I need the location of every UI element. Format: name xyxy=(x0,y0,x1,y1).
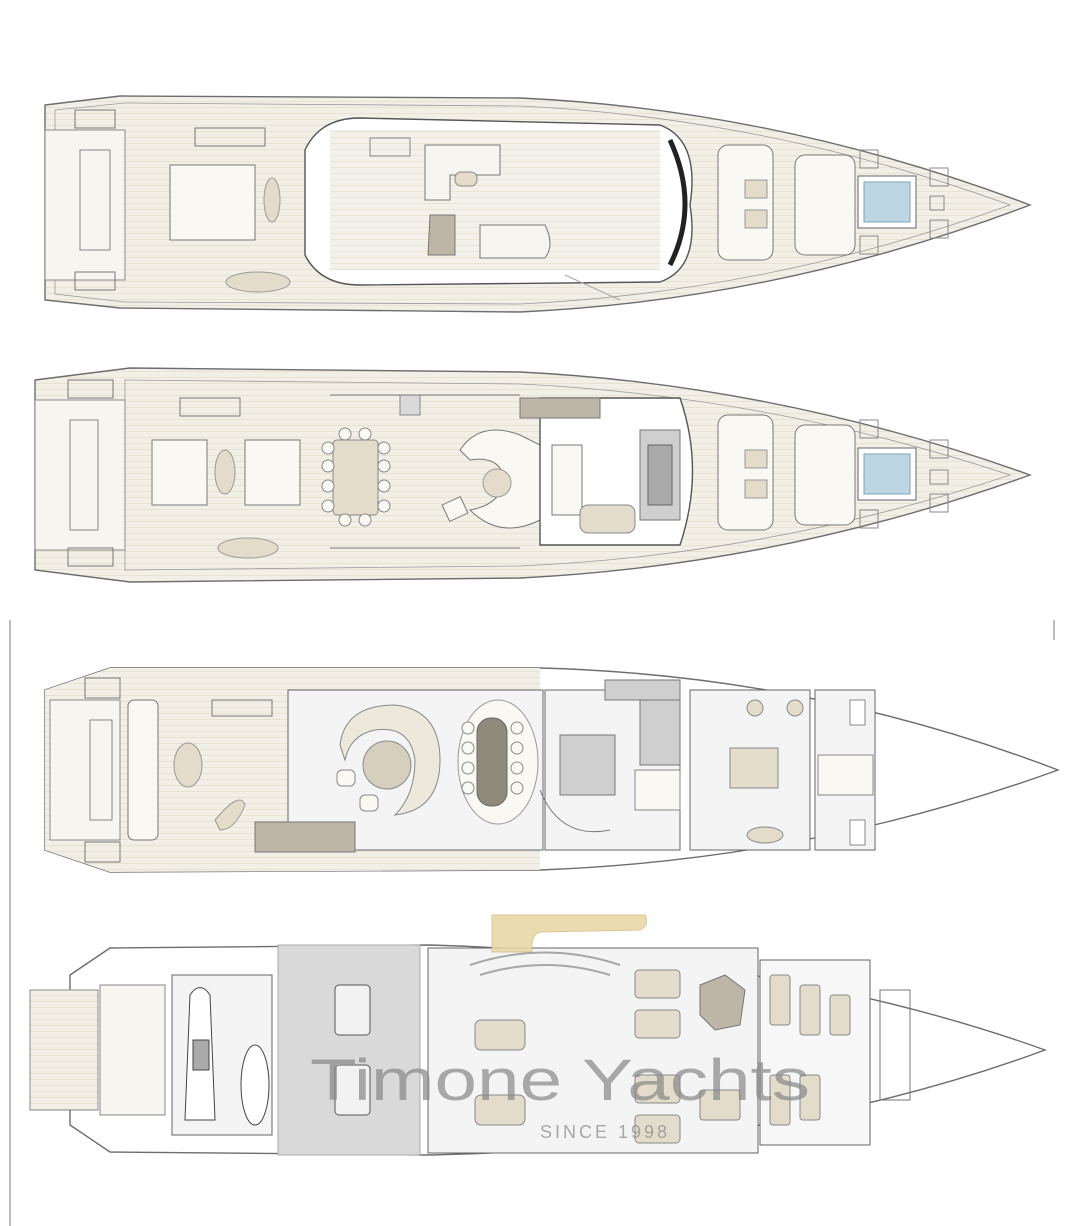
bridge-deck-round-sofa xyxy=(459,429,541,529)
lower-deck-engine-room xyxy=(277,944,421,1156)
timone-logo-icon xyxy=(491,914,648,953)
watermark-tagline: SINCE 1998 xyxy=(540,1122,670,1142)
main-deck-dining-table xyxy=(476,717,508,807)
timone-yachts-watermark: Timone Yachts SINCE 1998 xyxy=(310,914,810,1142)
lower-deck-plan xyxy=(29,944,1048,1156)
bridge-deck-dining-table xyxy=(332,439,379,516)
main-deck-plan xyxy=(44,667,1061,873)
sun-deck-plan xyxy=(44,95,1032,313)
sun-deck-stern xyxy=(44,129,126,281)
sun-deck-aft-sunbed xyxy=(169,164,256,241)
watermark-brand: Timone Yachts xyxy=(310,1048,810,1113)
bridge-deck-plan xyxy=(34,367,1033,583)
lower-deck-swim-platform xyxy=(29,989,99,1111)
